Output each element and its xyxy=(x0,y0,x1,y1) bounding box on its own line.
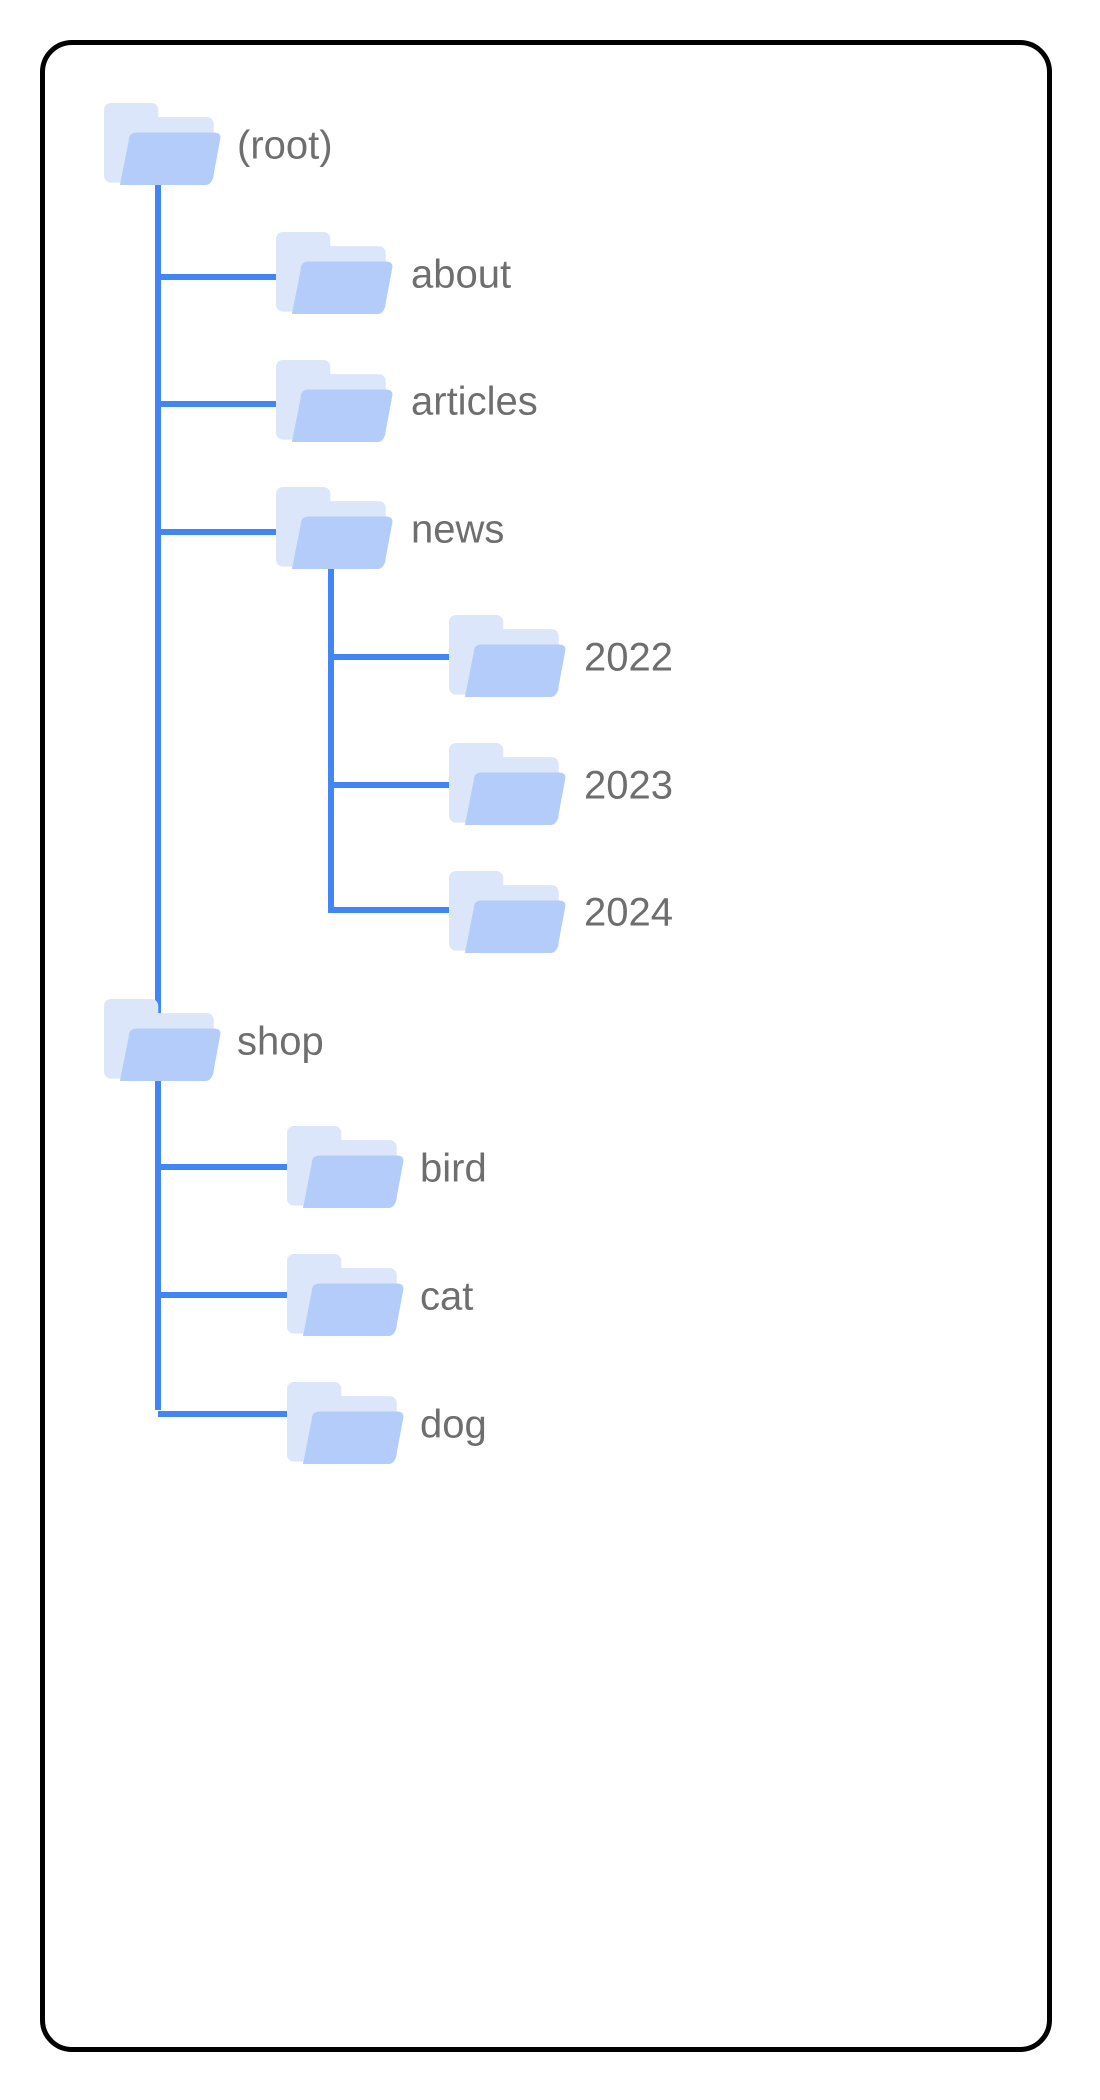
folder-icon[interactable] xyxy=(104,999,221,1081)
folder-front-panel xyxy=(464,900,566,953)
folder-front-panel xyxy=(291,389,393,442)
folder-icon[interactable] xyxy=(287,1254,404,1336)
connectors-layer xyxy=(155,168,462,1417)
tree-node-shop[interactable]: shop xyxy=(104,999,324,1081)
tree-node-2022[interactable]: 2022 xyxy=(449,615,673,697)
tree-node-cat[interactable]: cat xyxy=(287,1254,473,1336)
node-label-2022: 2022 xyxy=(584,636,673,680)
node-label-2023: 2023 xyxy=(584,764,673,808)
folder-icon[interactable] xyxy=(449,615,566,697)
node-label-cat: cat xyxy=(420,1275,473,1319)
folder-front-panel xyxy=(291,516,393,569)
node-label-root: (root) xyxy=(237,124,333,168)
folder-icon[interactable] xyxy=(276,360,393,442)
folder-front-panel xyxy=(464,644,566,697)
folder-front-panel xyxy=(119,132,221,185)
node-label-articles: articles xyxy=(411,380,538,424)
folder-icon[interactable] xyxy=(276,487,393,569)
nodes-layer: (root) about articles news 2022 2023 2024 shop b… xyxy=(104,103,673,1464)
node-label-shop: shop xyxy=(237,1020,324,1064)
tree-node-articles[interactable]: articles xyxy=(276,360,538,442)
folder-front-panel xyxy=(302,1411,404,1464)
node-label-about: about xyxy=(411,253,511,297)
node-label-bird: bird xyxy=(420,1147,487,1191)
folder-front-panel xyxy=(302,1283,404,1336)
folder-front-panel xyxy=(119,1028,221,1081)
tree-node-about[interactable]: about xyxy=(276,232,511,314)
tree-node-2024[interactable]: 2024 xyxy=(449,871,673,953)
tree-node-2023[interactable]: 2023 xyxy=(449,743,673,825)
node-label-dog: dog xyxy=(420,1403,487,1447)
folder-icon[interactable] xyxy=(276,232,393,314)
folder-front-panel xyxy=(464,772,566,825)
tree-node-news[interactable]: news xyxy=(276,487,504,569)
node-label-news: news xyxy=(411,508,504,552)
folder-front-panel xyxy=(302,1155,404,1208)
folder-icon[interactable] xyxy=(104,103,221,185)
tree-node-dog[interactable]: dog xyxy=(287,1382,487,1464)
folder-front-panel xyxy=(291,261,393,314)
folder-icon[interactable] xyxy=(287,1382,404,1464)
folder-icon[interactable] xyxy=(449,871,566,953)
folder-icon[interactable] xyxy=(449,743,566,825)
tree-node-root[interactable]: (root) xyxy=(104,103,333,185)
tree-node-bird[interactable]: bird xyxy=(287,1126,487,1208)
node-label-2024: 2024 xyxy=(584,891,673,935)
folder-icon[interactable] xyxy=(287,1126,404,1208)
